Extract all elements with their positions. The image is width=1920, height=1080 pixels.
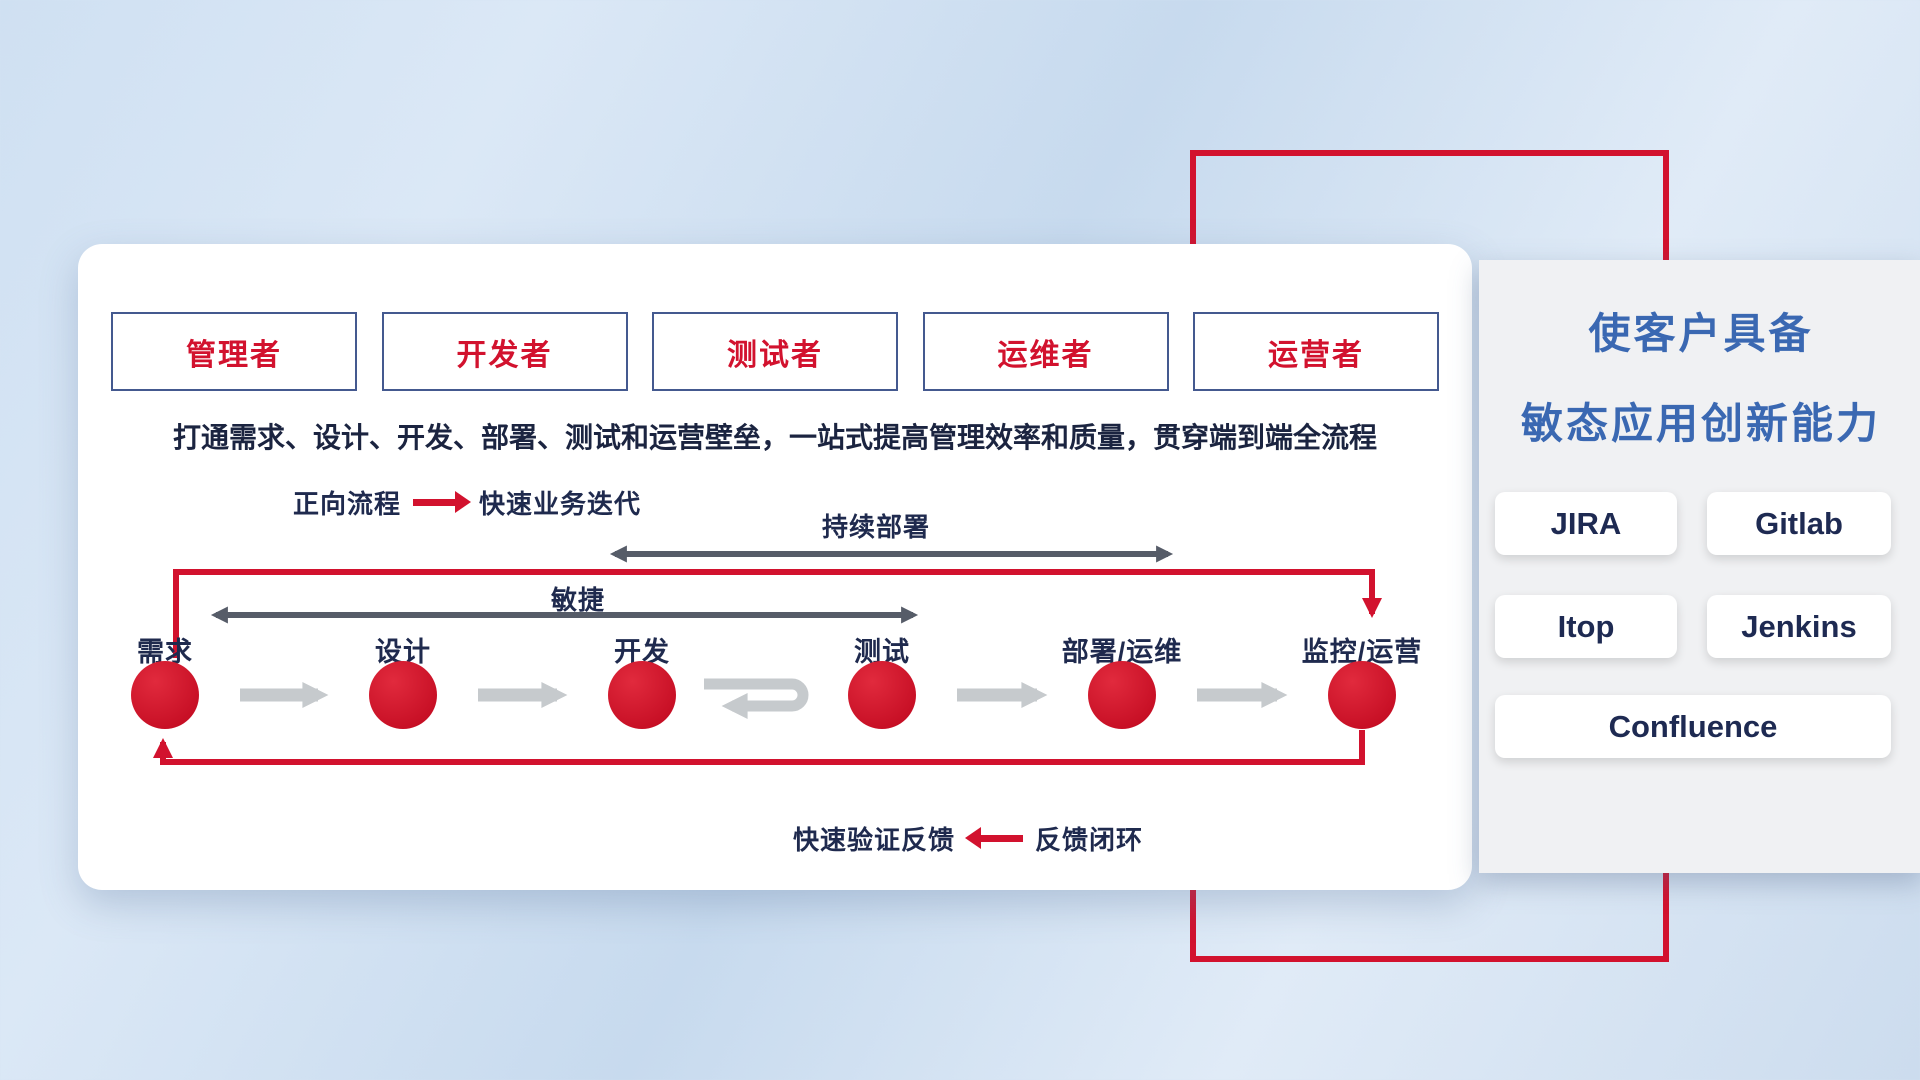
agile-label: 敏捷 [550, 585, 605, 615]
role-box-tester: 测试者 [652, 312, 898, 391]
role-box-operator: 运维者 [922, 312, 1169, 391]
tool-box-gitlab: Gitlab [1707, 492, 1891, 555]
forward-loop-line [173, 569, 1382, 658]
stage-dot-requirements [131, 661, 199, 729]
tool-box-jira: JIRA [1495, 492, 1677, 555]
stage-dot-deploy-ops [1088, 661, 1156, 729]
role-box-business: 运营者 [1193, 312, 1439, 391]
devops-process-panel: 管理者 开发者 测试者 运维者 运营者 打通需求、设计、开发、部署、测试和运营壁… [78, 244, 1472, 890]
capability-title-line1: 使客户具备 [1588, 310, 1814, 357]
roles-row: 管理者 开发者 测试者 运维者 运营者 [111, 312, 1439, 391]
feedback-loop-label: 反馈闭环 [1035, 824, 1144, 855]
iteration-loop-icon [704, 678, 809, 719]
capability-panel: 使客户具备 敏态应用创新能力 JIRA Gitlab Itop Jenkins … [1479, 260, 1920, 873]
forward-arrow-icon [413, 498, 456, 506]
forward-flow-legend: 正向流程 快速业务迭代 [293, 484, 641, 520]
stage-dot-monitor-ops [1328, 661, 1396, 729]
cd-label: 持续部署 [821, 512, 930, 542]
forward-flow-label: 正向流程 [293, 488, 402, 519]
stage-dot-development [608, 661, 676, 729]
forward-flow-value: 快速业务迭代 [479, 488, 642, 519]
capability-title-line2: 敏态应用创新能力 [1520, 400, 1881, 447]
stage-dot-design [369, 661, 437, 729]
description-text: 打通需求、设计、开发、部署、测试和运营壁垒，一站式提高管理效率和质量，贯穿端到端… [172, 422, 1377, 453]
feedback-loop-line [153, 730, 1365, 765]
flow-diagram-svg [153, 545, 1382, 765]
role-box-developer: 开发者 [381, 312, 628, 391]
tool-box-itop: Itop [1495, 595, 1677, 658]
tool-box-jenkins: Jenkins [1707, 595, 1891, 658]
tool-box-confluence: Confluence [1495, 695, 1891, 758]
stage-dot-test [848, 661, 916, 729]
feedback-arrow-icon [981, 834, 1024, 842]
role-box-manager: 管理者 [111, 312, 357, 391]
feedback-loop-legend: 快速验证反馈 反馈闭环 [793, 820, 1143, 856]
feedback-loop-value: 快速验证反馈 [793, 824, 956, 855]
